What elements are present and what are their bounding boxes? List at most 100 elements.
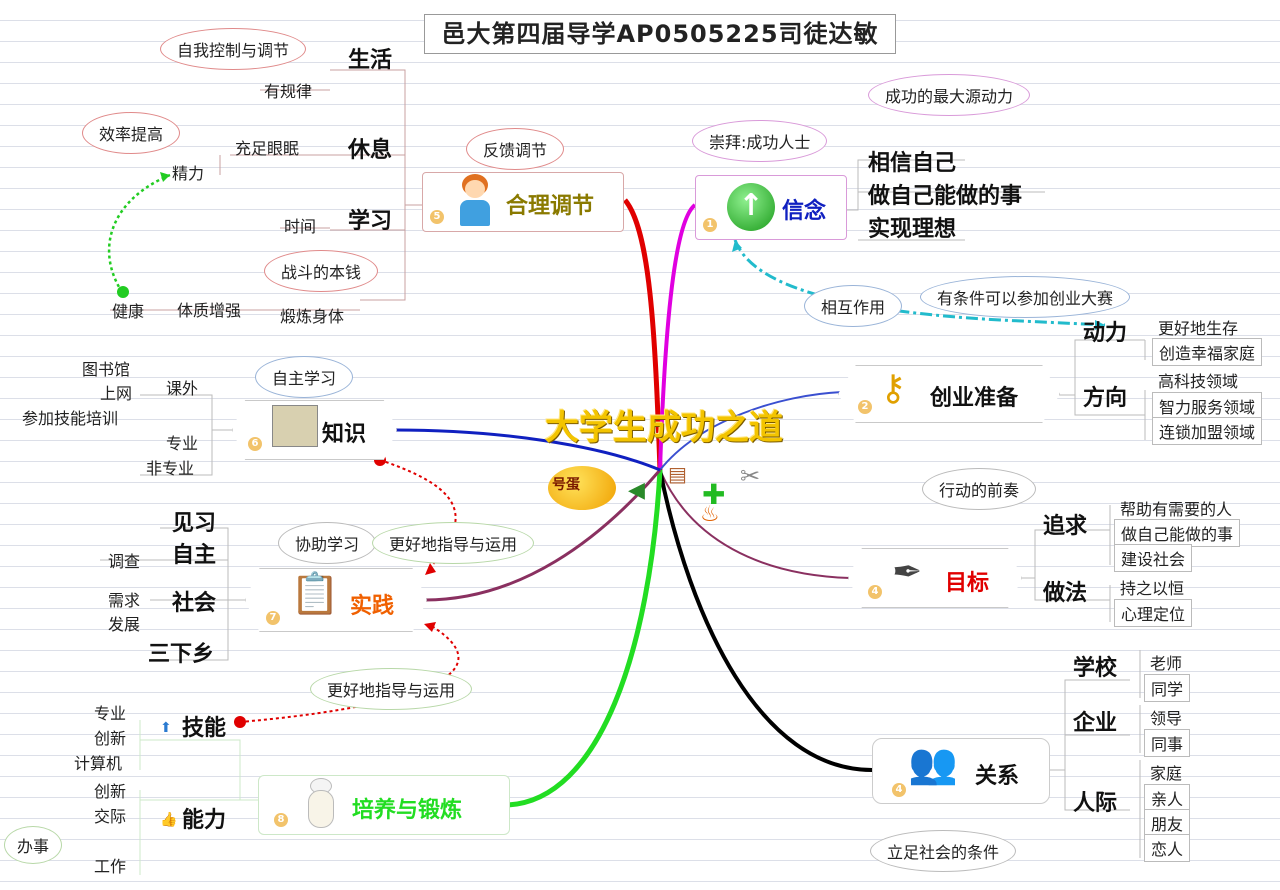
startup-direction-item: 高科技领域 (1158, 372, 1239, 391)
adjust-study-sub: 时间 (284, 217, 317, 236)
topic-number: 1 (703, 218, 717, 232)
goal-bubble: 行动的前奏 (922, 468, 1037, 510)
training-ability-item: 创新 (94, 782, 127, 801)
branch-startup (659, 391, 843, 471)
goal-method-label: 做法 (1043, 581, 1088, 606)
practice-bubble-guide-bottom: 更好地指导与运用 (310, 668, 473, 710)
adjust-rest-sub: 充足眼眠 (235, 139, 300, 158)
training-skill-item: 计算机 (74, 754, 123, 773)
topic-label: 知识 (322, 422, 367, 447)
practice-self-sub: 调查 (108, 552, 141, 571)
goal-pursue-item: 建设社会 (1114, 544, 1193, 572)
center-title: 大学生成功之道 (545, 408, 783, 448)
arrow-up-icon: ↑ (727, 183, 775, 231)
practice-bubble-guide: 更好地指导与运用 (372, 522, 535, 564)
belief-item: 做自己能做的事 (868, 184, 1023, 209)
adjust-life-sub: 有规律 (264, 82, 313, 101)
topic-goal[interactable] (848, 548, 1022, 608)
emoji-face-icon: 号蛋 (548, 466, 616, 510)
knowledge-nonmajor: 非专业 (146, 459, 195, 478)
topic-label: 培养与锻炼 (352, 798, 463, 823)
topic-number: 6 (248, 437, 262, 451)
branch-goal (659, 469, 851, 579)
topic-number: 4 (868, 585, 882, 599)
practice-society-item: 需求 (108, 591, 141, 610)
relation-social-item: 朋友 (1144, 809, 1191, 837)
startup-direction-item: 智力服务领域 (1152, 392, 1263, 420)
woman-icon (452, 174, 500, 228)
adjust-life-bubble: 自我控制与调节 (160, 28, 307, 70)
startup-direction-label: 方向 (1083, 386, 1128, 411)
adjust-health: 健康 (112, 302, 145, 321)
startup-motivation-item: 创造幸福家庭 (1152, 338, 1263, 366)
adjust-bubble: 反馈调节 (466, 128, 565, 170)
plus-icon: ✚ (702, 478, 726, 511)
relation-bubble: 立足社会的条件 (870, 830, 1017, 872)
practice-countryside-label: 三下乡 (148, 642, 215, 667)
thumbs-up-icon: 👍 (160, 812, 178, 828)
belief-item: 相信自己 (868, 151, 957, 176)
knowledge-extra-item: 图书馆 (82, 360, 131, 379)
belief-item: 实现理想 (868, 217, 957, 242)
knowledge-extra-item: 上网 (100, 384, 133, 403)
upload-icon: ⬆ (160, 720, 172, 736)
branch-adjust (623, 198, 663, 471)
adjust-efficiency-bubble: 效率提高 (82, 112, 181, 154)
chef-icon (304, 778, 336, 830)
startup-bubble-interact: 相互作用 (804, 285, 903, 327)
startup-bubble-contest: 有条件可以参加创业大赛 (920, 276, 1131, 318)
topic-number: 5 (430, 210, 444, 224)
page-title: 邑大第四届导学AP0505225司徒达敏 (424, 14, 896, 54)
training-skill-item: 创新 (94, 729, 127, 748)
training-ability-item: 工作 (94, 857, 127, 876)
people-icon: 👥 (908, 741, 958, 787)
pen-icon: ✒ (892, 552, 923, 593)
knowledge-major: 专业 (166, 434, 199, 453)
topic-startup[interactable] (838, 365, 1060, 423)
startup-motivation-label: 动力 (1083, 321, 1128, 346)
training-skill-item: 专业 (94, 704, 127, 723)
relation-company-label: 企业 (1073, 711, 1118, 736)
topic-number: 7 (266, 611, 280, 625)
belief-bubble-motivation: 成功的最大源动力 (868, 74, 1031, 116)
training-ability-item: 交际 (94, 807, 127, 826)
topic-label: 创业准备 (930, 386, 1019, 411)
relation-social-label: 人际 (1073, 791, 1118, 816)
adjust-study-label: 学习 (348, 209, 393, 234)
knowledge-extra-label: 课外 (166, 379, 199, 398)
adjust-exercise-bubble: 战斗的本钱 (264, 250, 379, 292)
knowledge-extra-item: 参加技能培训 (22, 409, 119, 428)
branch-practice (424, 469, 662, 602)
topic-number: 2 (858, 400, 872, 414)
relation-social-item: 恋人 (1144, 834, 1191, 862)
training-skill-label: 技能 (182, 716, 227, 741)
briefcase-icon: ▤ (668, 462, 687, 486)
adjust-rest-label: 休息 (348, 138, 393, 163)
practice-society-item: 发展 (108, 615, 141, 634)
branch-knowledge (394, 428, 661, 472)
adjust-exercise: 煅炼身体 (280, 307, 345, 326)
goal-method-item: 心理定位 (1114, 599, 1193, 627)
startup-motivation-item: 更好地生存 (1158, 319, 1239, 338)
branch-training (507, 469, 663, 808)
adjust-physique: 体质增强 (177, 301, 242, 320)
goal-pursue-label: 追求 (1043, 514, 1088, 539)
topic-adjust[interactable] (422, 172, 624, 232)
training-work-bubble: 办事 (4, 826, 63, 864)
topic-number: 4 (892, 783, 906, 797)
goal-method-item: 持之以恒 (1120, 579, 1185, 598)
training-ability-label: 能力 (182, 808, 227, 833)
practice-society-label: 社会 (172, 591, 217, 616)
relation-social-item: 家庭 (1150, 764, 1183, 783)
goal-pursue-item: 做自己能做的事 (1114, 519, 1241, 547)
topic-label: 实践 (350, 594, 395, 619)
topic-label: 关系 (975, 764, 1020, 789)
arrow-left-icon: ◀ (628, 478, 645, 503)
practice-self-label: 自主 (172, 543, 217, 568)
branch-relation (658, 469, 873, 772)
topic-training[interactable] (258, 775, 510, 835)
practice-intern-label: 见习 (172, 511, 217, 536)
startup-direction-item: 连锁加盟领域 (1152, 417, 1263, 445)
tools-icon: ✂ (740, 462, 761, 490)
